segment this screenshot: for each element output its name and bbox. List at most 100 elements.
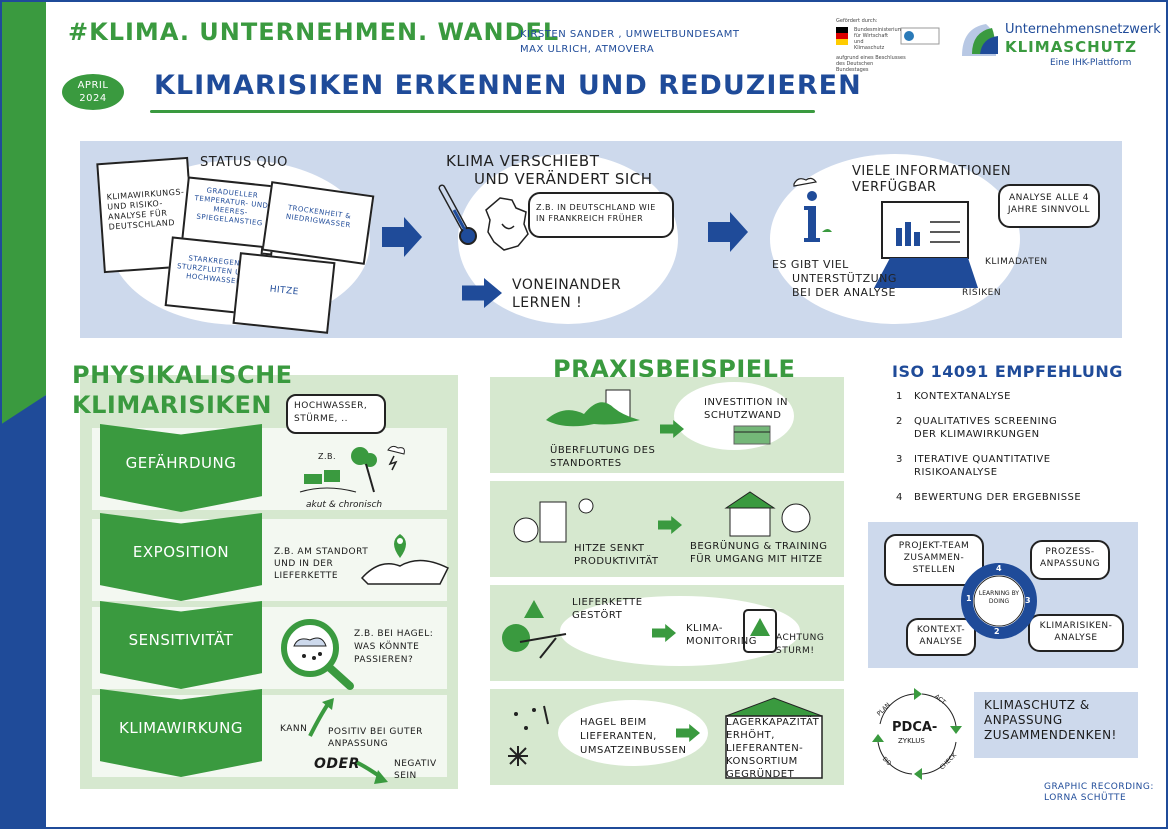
iso-step-number: 1 — [896, 391, 903, 402]
green-roof-house-icon — [724, 491, 811, 537]
physical-title-line-1: PHYSIKALISCHE — [72, 361, 293, 389]
graphic-recording-credit: GRAPHIC RECORDING: LORNA SCHÜTTE — [1044, 782, 1154, 804]
arrow-right-icon — [660, 420, 684, 438]
viele-line-1: VIELE INFORMATIONEN — [852, 164, 1012, 179]
ring-number: 4 — [996, 564, 1002, 573]
learning-ring: LEARNING BY DOING 1 2 3 4 — [958, 560, 1040, 642]
credit-line-2: LORNA SCHÜTTE — [1044, 793, 1127, 803]
iso-step-number: 4 — [896, 492, 903, 503]
left-stripe-green — [0, 0, 46, 395]
physical-risks-title: PHYSIKALISCHE KLIMARISIKEN — [72, 360, 293, 420]
puzzle-piece-drought: TROCKENHEIT & NIEDRIGWASSER — [261, 181, 375, 265]
risiken-label: RISIKEN — [962, 288, 1002, 298]
negativ-text: NEGATIV SEIN — [394, 759, 437, 781]
eagle-icon — [836, 27, 848, 45]
authors: KIRSTEN SANDER , UMWELTBUNDESAMT MAX ULR… — [520, 27, 740, 57]
arrow-right-icon — [652, 624, 676, 642]
praxis-3-problem: LIEFERKETTE GESTÖRT — [572, 597, 643, 621]
iso-step: 1 KONTEXTANALYSE — [896, 390, 1081, 403]
partner-logo-icon — [900, 27, 940, 45]
date-badge: APRIL 2024 — [62, 74, 124, 110]
protection-wall-icon — [733, 425, 771, 445]
praxis-2-problem: HITZE SENKT PRODUKTIVITÄT — [574, 543, 659, 567]
ring-number: 1 — [966, 594, 972, 603]
thermometer-icon — [438, 184, 477, 245]
praxis-1-solution: INVESTITION IN SCHUTZWAND — [704, 397, 789, 421]
logo-line-1: Unternehmensnetzwerk — [1005, 22, 1161, 37]
heat-sun-icon — [513, 498, 594, 543]
slogan-box: KLIMASCHUTZ & ANPASSUNG ZUSAMMENDENKEN! — [974, 692, 1138, 758]
ring-number: 2 — [994, 627, 1000, 636]
klima-title-line-1: KLIMA VERSCHIEBT — [446, 152, 600, 170]
cycle-prozess-bubble: PROZESS- ANPASSUNG — [1030, 540, 1110, 580]
ring-center-text: LEARNING BY DOING — [978, 590, 1020, 605]
positiv-text: POSITIV BEI GUTER ANPASSUNG — [328, 727, 423, 749]
status-quo-title: STATUS QUO — [200, 155, 288, 170]
location-pin-icon — [360, 534, 450, 585]
logo-line-2: KLIMASCHUTZ — [1005, 38, 1137, 56]
hazard-speech-bubble: HOCHWASSER, STÜRME, .. — [286, 394, 386, 434]
iso-step: 4 BEWERTUNG DER ERGEBNISSE — [896, 491, 1081, 504]
monitoring-device-icon — [743, 609, 777, 653]
oder-label: ODER — [314, 756, 360, 772]
author-2: MAX ULRICH, ATMOVERA — [520, 44, 655, 55]
praxis-3-solution: KLIMA- MONITORING — [686, 623, 758, 647]
praxis-3-warning: ACHTUNG STURM! — [776, 633, 825, 656]
klimadaten-label: KLIMADATEN — [985, 257, 1048, 267]
funder-note: aufgrund eines Beschlusses des Deutschen… — [836, 55, 906, 73]
cycle-risiken-bubble: KLIMARISIKEN- ANALYSE — [1028, 614, 1124, 652]
puzzle-piece-heat: HITZE — [232, 252, 336, 334]
analyse-speech-bubble: ANALYSE ALLE 4 JAHRE SINNVOLL — [998, 184, 1100, 228]
support-text: ES GIBT VIEL UNTERSTÜTZUNG BEI DER ANALY… — [772, 258, 897, 300]
logo-line-3: Eine IHK-Plattform — [1050, 58, 1132, 68]
pdca-center-line-2: ZYKLUS — [898, 737, 925, 745]
ring-icon — [961, 563, 1037, 639]
subtitle-underline — [150, 110, 815, 113]
klima-speech-bubble: Z.B. IN DEUTSCHLAND WIE IN FRANKREICH FR… — [528, 192, 674, 238]
klima-title: KLIMA VERSCHIEBT UND VERÄNDERT SICH — [446, 152, 653, 188]
page-subtitle: KLIMARISIKEN ERKENNEN UND REDUZIEREN — [154, 70, 862, 101]
praxis-4-solution: LAGERKAPAZITÄT ERHÖHT, LIEFERANTEN- KONS… — [726, 717, 820, 780]
trend-arrows-icon — [308, 698, 388, 784]
cycle-arrows-icon — [872, 688, 962, 780]
step-exposition: EXPOSITION — [100, 513, 262, 601]
author-1: KIRSTEN SANDER , UMWELTBUNDESAMT — [520, 29, 740, 40]
pdca-cycle: PDCA- ZYKLUS PLAN ACT CHECK DO — [866, 684, 968, 784]
cycle-kontext-bubble: KONTEXT- ANALYSE — [906, 618, 976, 656]
funder-name: Bundesministerium für Wirtschaft und Kli… — [854, 27, 903, 51]
step-klimawirkung: KLIMAWIRKUNG — [100, 689, 262, 777]
lernen-text: VONEINANDER LERNEN ! — [512, 276, 621, 312]
date-year: 2024 — [79, 93, 107, 104]
support-line-1: ES GIBT VIEL — [772, 258, 849, 271]
date-month: APRIL — [77, 80, 109, 91]
info-icon — [793, 177, 832, 242]
ring-number: 3 — [1025, 596, 1031, 605]
lernen-line-2: LERNEN ! — [512, 295, 583, 311]
storm-icon — [299, 445, 405, 493]
physical-title-line-2: KLIMARISIKEN — [72, 391, 272, 419]
iso-step-number: 2 — [896, 416, 903, 427]
iso-step-text: KONTEXTANALYSE — [914, 391, 1011, 402]
credit-line-1: GRAPHIC RECORDING: — [1044, 782, 1154, 792]
viele-line-2: VERFÜGBAR — [852, 180, 937, 195]
hail-icon — [508, 705, 549, 766]
klima-title-line-2: UND VERÄNDERT SICH — [474, 170, 653, 188]
praxis-1-problem: ÜBERFLUTUNG DES STANDORTES — [550, 445, 656, 469]
akut-chronisch-label: akut & chronisch — [306, 500, 383, 510]
praxis-4-problem: HAGEL BEIM LIEFERANTEN, UMSATZEINBUßEN — [580, 717, 687, 756]
pdca-center-line-1: PDCA- — [892, 720, 938, 735]
funder-block: Gefördert durch: Bundesministerium für W… — [836, 18, 956, 73]
fallen-tree-icon — [502, 600, 567, 659]
warehouse-icon — [725, 697, 823, 779]
left-stripe-blue — [0, 395, 46, 829]
network-logo-icon — [962, 24, 998, 56]
iso-step-text: BEWERTUNG DER ERGEBNISSE — [914, 492, 1082, 503]
exposition-text: Z.B. AM STANDORT UND IN DER LIEFERKETTE — [274, 547, 369, 581]
support-line-2: UNTERSTÜTZUNG — [792, 272, 897, 285]
step-gefaehrdung: GEFÄHRDUNG — [100, 424, 262, 512]
iso-step-text: ITERATIVE QUANTITATIVE RISIKOANALYSE — [914, 454, 1051, 478]
flood-icon — [546, 389, 640, 427]
step-sensitivitaet: SENSITIVITÄT — [100, 601, 262, 689]
magnifier-icon — [281, 619, 354, 690]
